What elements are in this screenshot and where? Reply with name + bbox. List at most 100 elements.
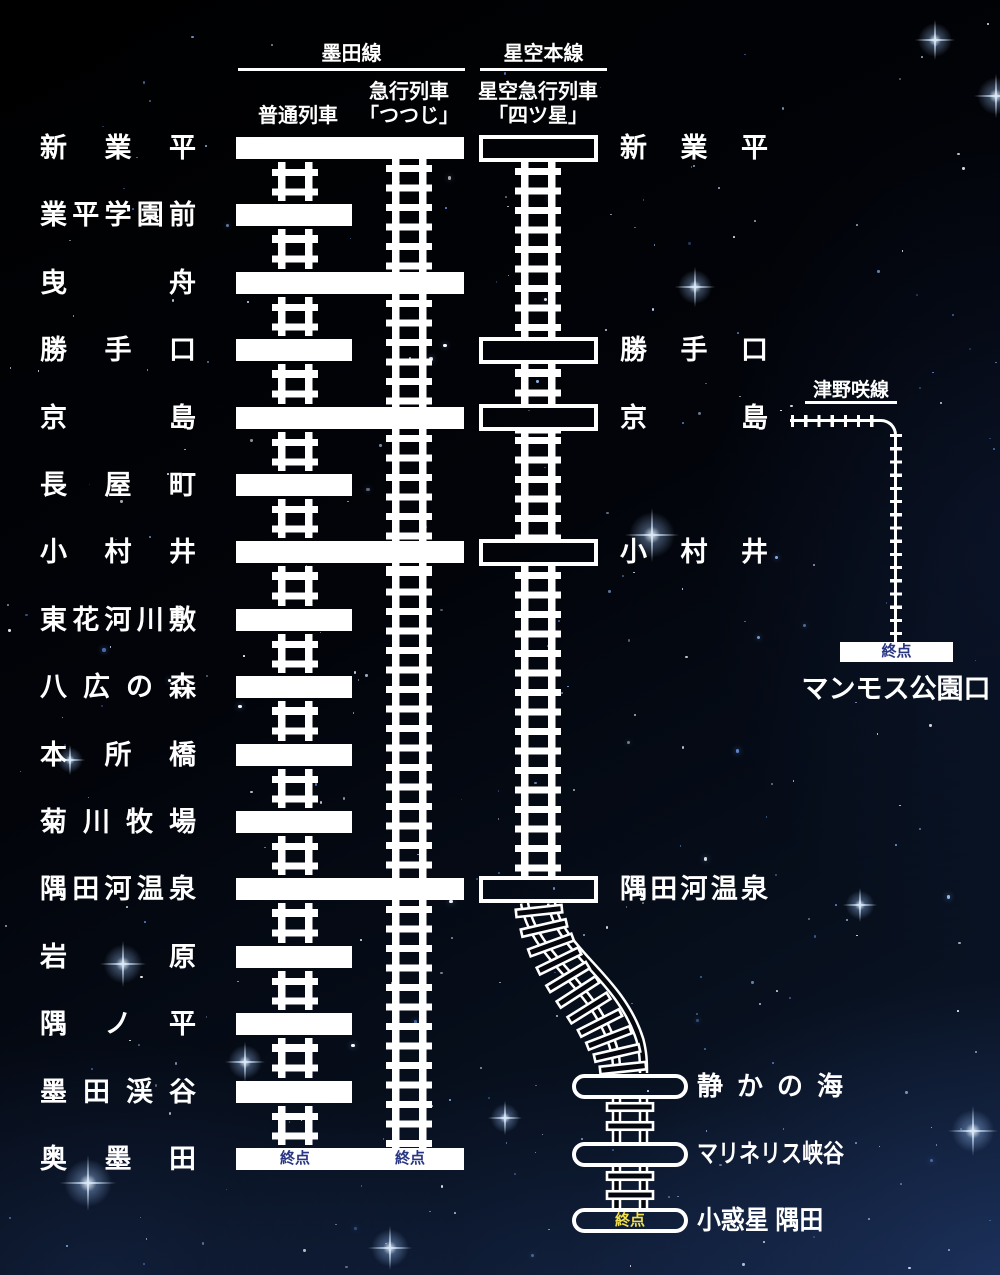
station-label: 墨田渓谷 [40,1076,196,1107]
local-track-segment [272,1038,318,1078]
station-label-valles-marineris: マリネリス峡谷 [697,1140,845,1168]
star-dot [487,1096,490,1099]
star-dot [37,370,40,372]
star-flare [843,888,877,922]
star-dot [335,1223,337,1226]
star-dot [250,790,253,794]
station-label-right: 小村井 [620,537,768,568]
station-label-right: 隅田河温泉 [620,874,768,905]
star-dot [319,631,322,634]
star-flare [948,1106,998,1156]
star-dot [357,679,360,681]
star-dot [505,1142,508,1144]
star-dot [514,1173,516,1175]
tsunosaki-track-ticks-vertical [890,434,902,636]
station-label: 本所橋 [40,739,196,770]
hoshizora-station-box [479,134,598,162]
station-label: 東花河川敷 [40,604,196,635]
star-dot [174,1062,178,1065]
star-dot [352,712,355,714]
star-dot [989,1219,992,1222]
star-dot [905,1091,908,1094]
star-dot [721,877,724,880]
express-track-segment [386,563,432,879]
hoshizora-line-underline [480,68,607,71]
star-dot [699,975,703,979]
hoshizora-station-box [479,404,598,432]
star-dot [855,1142,857,1144]
star-dot [443,343,447,348]
hoshizora-express-header-line1: 星空急行列車 [478,81,598,103]
star-dot [632,571,635,574]
star-dot [7,604,10,606]
station-label-mammoth-park: マンモス公園口 [801,674,991,704]
star-dot [958,941,961,945]
star-dot [751,981,754,984]
star-dot [688,242,691,245]
hoshizora-station-box [479,336,598,364]
star-dot [87,796,90,799]
station-label: 八広の森 [40,672,196,703]
star-dot [739,395,741,398]
star-dot [440,609,443,612]
star-dot [534,1151,537,1154]
star-dot [548,1228,550,1231]
star-dot [835,904,837,906]
star-dot [899,804,901,807]
express-train-header-line1: 急行列車 [369,81,449,103]
star-dot [968,347,972,350]
star-dot [610,213,612,216]
star-dot [479,1066,483,1070]
local-track-segment [272,566,318,606]
star-dot [935,1144,938,1147]
local-track-segment [272,431,318,471]
star-dot [918,386,922,390]
star-dot [527,409,530,412]
express-track-segment [386,900,432,1148]
star-dot [695,1013,699,1016]
star-dot [856,224,858,226]
star-dot [765,816,768,818]
star-dot [125,752,128,755]
local-track-segment [272,1105,318,1145]
station-label: 奥墨田 [40,1144,196,1174]
star-flare [625,508,679,562]
star-dot [142,1263,146,1266]
star-dot [987,22,990,26]
star-dot [807,917,811,921]
star-dot [149,99,151,102]
hoshizora-express-header-line2: 「四ツ星」 [488,105,588,127]
star-dot [149,536,151,538]
star-dot [774,555,779,559]
star-dot [946,895,951,899]
station-label-asteroid-sumida: 小惑星 隅田 [697,1205,824,1235]
star-dot [72,315,75,317]
star-dot [653,244,656,246]
star-dot [243,655,245,657]
star-dot [782,1128,785,1131]
star-dot [168,1112,172,1115]
local-track-segment [272,296,318,337]
star-flare [488,1101,522,1135]
local-track-segment [272,499,318,539]
star-dot [46,206,49,208]
hoshizora-track-segment [515,161,561,337]
star-dot [349,237,352,240]
star-dot [993,448,995,450]
station-label: 業平学園前 [40,200,196,231]
station-label: 隅田河温泉 [40,874,196,905]
star-dot [572,789,575,791]
star-dot [167,678,172,683]
station-bar-major [236,541,464,564]
star-flare [60,1155,116,1211]
star-dot [876,733,879,735]
sumida-line-title: 墨田線 [321,43,382,65]
station-bar-major [236,1148,464,1170]
star-dot [102,125,104,128]
star-dot [974,659,977,662]
station-label: 京島 [40,402,196,433]
star-dot [497,818,500,820]
star-dot [9,366,12,369]
star-dot [878,1145,881,1148]
star-dot [956,1010,959,1012]
